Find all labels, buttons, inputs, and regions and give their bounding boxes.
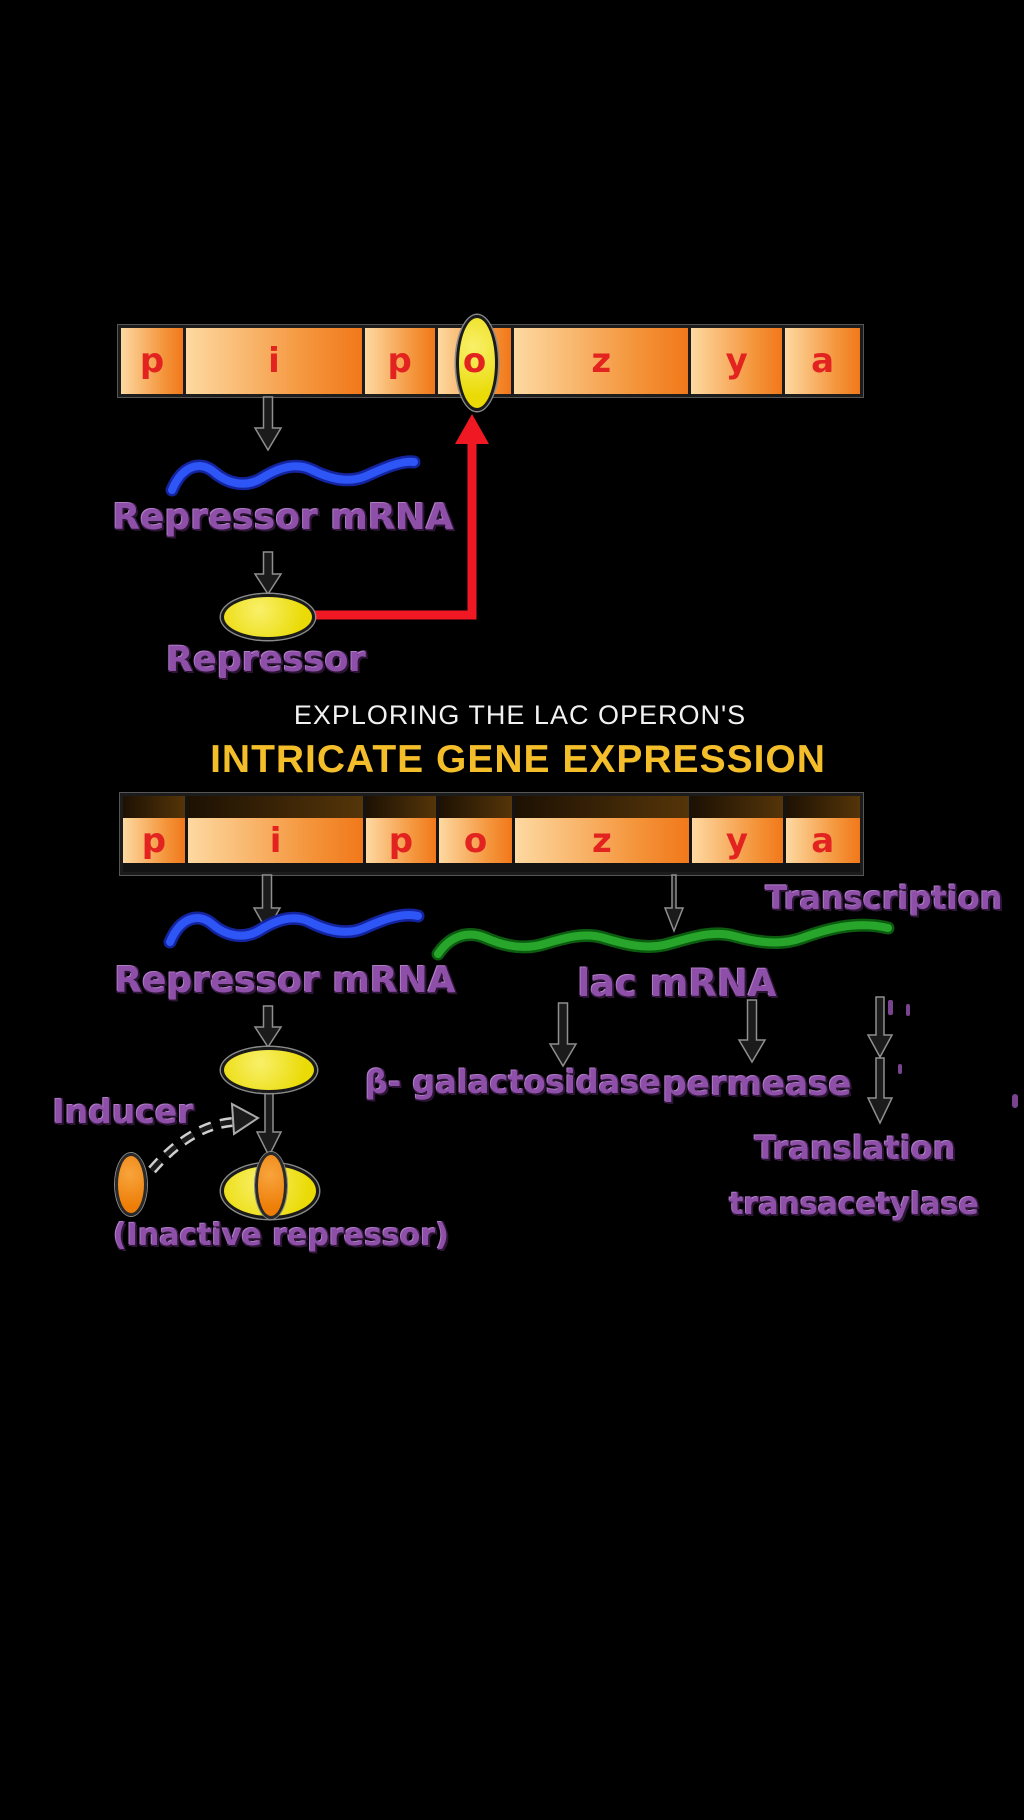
gene-letter: a — [811, 820, 835, 861]
diagram-title-line2: INTRICATE GENE EXPRESSION — [210, 738, 826, 781]
arrow-lac-mrna-to-permease — [737, 999, 767, 1064]
repressor-mrna-label: Repressor mRNA — [112, 497, 454, 538]
inducer-label: Inducer — [52, 1092, 194, 1131]
repressor-blocks-operator-arrow — [314, 414, 489, 620]
beta-galactosidase-label: β- galactosidase — [365, 1063, 661, 1101]
gene-letter: i — [269, 820, 282, 861]
artifact-mark — [898, 1064, 902, 1074]
gene-letter: p — [141, 820, 167, 861]
arrow-repressor-mrna-to-repressor — [253, 551, 283, 596]
gene-letter: y — [725, 820, 749, 861]
repressor-mrna-squiggle-2 — [166, 911, 422, 946]
repressor-mrna-squiggle — [168, 457, 418, 494]
inactive-repressor-label: (Inactive repressor) — [113, 1218, 449, 1253]
gene-letter: z — [591, 341, 612, 381]
gene-segment-promoter-2: p — [364, 328, 438, 394]
arrow-gene-z-to-lac-mrna — [663, 874, 685, 934]
gene-letter: p — [139, 341, 165, 381]
operon-bar-segments: p i p o z y a — [123, 796, 861, 863]
repressor-mrna-label-2: Repressor mRNA — [114, 960, 456, 1001]
arrow-lac-mrna-to-beta-galactosidase — [548, 1002, 578, 1068]
gene-letter: p — [388, 820, 414, 861]
operon-bar-shadow-band — [123, 863, 860, 872]
inducer-molecule-ellipse — [115, 1153, 147, 1216]
repressor-on-operator-ellipse — [456, 315, 498, 411]
permease-label: permease — [662, 1064, 852, 1104]
gene-letter: y — [725, 341, 748, 381]
gene-segment-laca: a — [785, 796, 861, 863]
arrow-lac-mrna-to-transacetylase-upper — [866, 996, 894, 1059]
inducer-binds-repressor-arrow — [148, 1102, 260, 1174]
repressor-protein-ellipse — [221, 594, 315, 640]
gene-segment-regulator: i — [187, 796, 367, 863]
gene-segment-promoter-2: p — [366, 796, 439, 863]
gene-letter: z — [592, 820, 612, 861]
gene-segment-promoter: p — [121, 328, 187, 394]
artifact-mark — [888, 1000, 893, 1015]
gene-segment-lacy: y — [691, 796, 786, 863]
artifact-mark — [906, 1004, 910, 1016]
gene-letter: o — [462, 341, 487, 381]
gene-segment-lacy: y — [691, 328, 786, 394]
transcription-label: Transcription — [765, 879, 1003, 917]
gene-segment-laca: a — [785, 328, 861, 394]
lac-mrna-squiggle — [434, 921, 892, 958]
bound-inducer-ellipse — [255, 1152, 287, 1219]
gene-segment-promoter: p — [123, 796, 188, 863]
translation-label: Translation — [754, 1129, 956, 1167]
operon-bar-induced: p i p o z y a — [120, 793, 863, 875]
arrow-gene-i-to-repressor-mrna — [253, 396, 283, 452]
repressor-label: Repressor — [166, 640, 366, 680]
repressor-protein-ellipse-2 — [221, 1047, 317, 1093]
lac-mrna-label: lac mRNA — [577, 962, 777, 1005]
gene-segment-lacz: z — [515, 796, 692, 863]
diagram-title-line1: EXPLORING THE LAC OPERON'S — [293, 700, 747, 730]
gene-letter: a — [811, 341, 835, 381]
arrow-repressor-mrna-to-repressor-2 — [253, 1005, 283, 1049]
gene-segment-lacz: z — [514, 328, 692, 394]
arrow-lac-mrna-to-transacetylase-lower — [866, 1057, 894, 1125]
gene-letter: o — [463, 820, 488, 861]
artifact-mark — [1012, 1094, 1018, 1108]
transacetylase-label: transacetylase — [729, 1187, 979, 1222]
gene-segment-operator: o — [438, 796, 516, 863]
gene-letter: p — [387, 341, 412, 381]
gene-letter: i — [268, 341, 280, 381]
arrow-repressor-to-inactive — [255, 1092, 283, 1158]
gene-segment-regulator: i — [186, 328, 365, 394]
